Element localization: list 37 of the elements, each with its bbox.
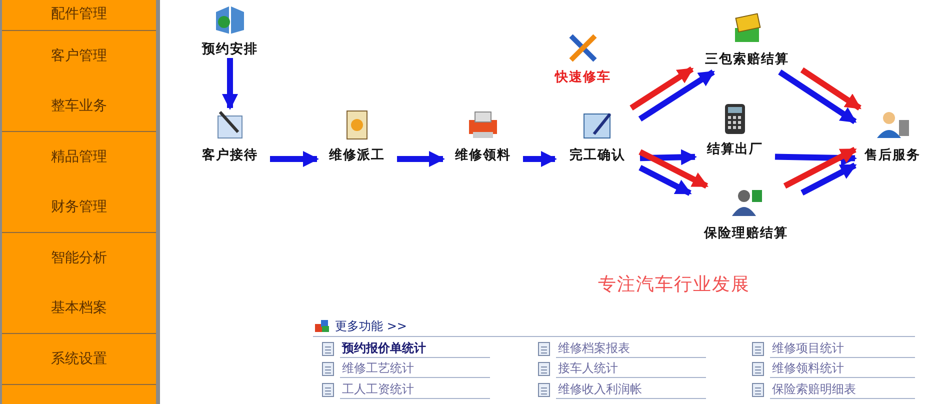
section-heading: 更多功能 >> [335,318,407,335]
step-label: 维修领料 [455,146,511,164]
step-label: 售后服务 [864,146,920,164]
step-label: 维修派工 [329,146,385,164]
menu-item: 财务管理 [2,182,156,232]
arrow [638,149,708,189]
arrow [778,70,857,124]
step-label: 保险理赔结算 [704,224,788,242]
menu-item: 基本档案 [2,283,156,334]
step-label: 预约安排 [202,40,258,58]
report-link: 预约报价单统计 [342,340,426,357]
arrow [638,164,692,196]
arrow [630,66,694,111]
slogan-text: 专注汽车行业发展 [598,273,750,296]
step-label: 三包索赔结算 [705,50,789,68]
arrow [638,69,715,122]
arrow [640,149,697,166]
arrow [397,151,445,167]
step-label: 客户接待 [202,146,258,164]
arrow [523,151,557,167]
report-link: 维修领料统计 [772,360,844,377]
report-link: 维修档案报表 [558,340,630,357]
report-link: 接车人统计 [558,360,618,377]
arrow [783,146,857,189]
step-label: 完工确认 [570,146,626,164]
step-label: 快速修车 [555,68,611,86]
arrow [270,151,319,167]
report-link: 工人工资统计 [342,381,414,398]
menu-item: 整车业务 [2,81,156,132]
report-link: 维修收入利润帐 [558,381,642,398]
step-label: 结算出厂 [707,141,763,158]
arrow [800,67,862,110]
report-link: 维修项目统计 [772,340,844,357]
arrow [800,162,857,196]
arrow [222,58,238,110]
report-link: 维修工艺统计 [342,360,414,377]
report-link: 保险索赔明细表 [772,381,856,398]
